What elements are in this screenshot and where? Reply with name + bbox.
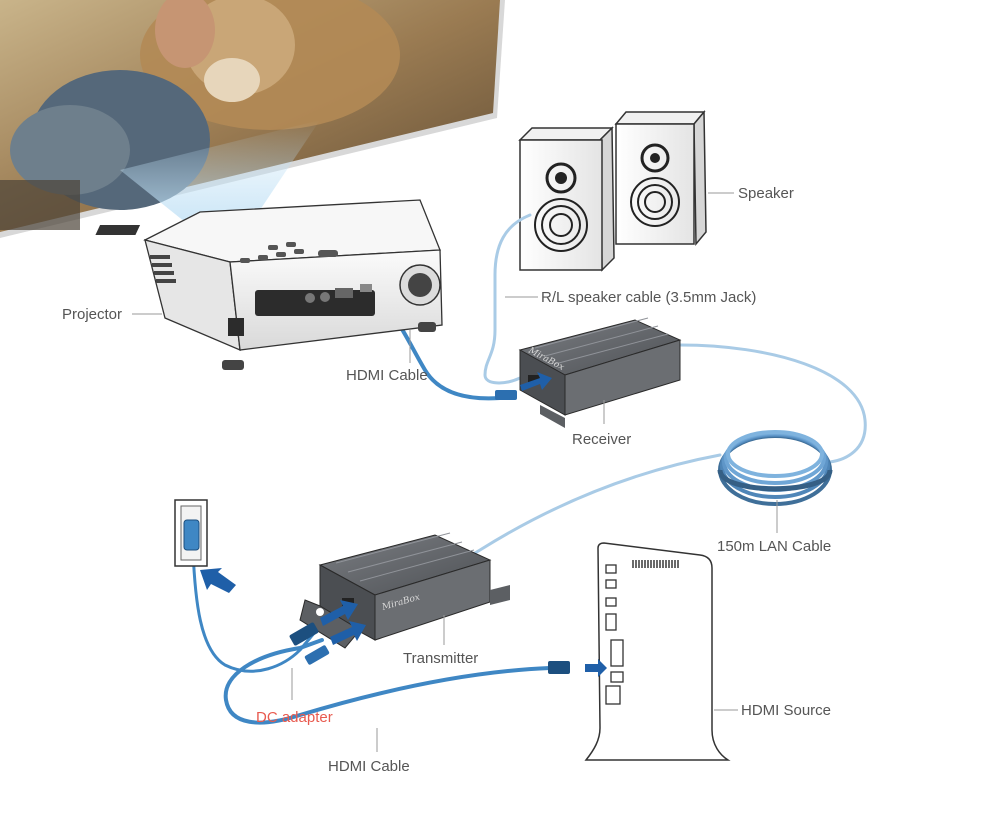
speaker-left: [518, 126, 615, 272]
label-projector: Projector: [62, 306, 122, 323]
dc-plug: [289, 622, 330, 665]
receiver: MiraBox: [518, 317, 682, 428]
dc-adapter-cable: [191, 548, 317, 673]
hdmi-plug-top-receiver: [495, 390, 517, 400]
lan-cable-coil: [717, 430, 833, 506]
lan-cable: [468, 343, 867, 558]
socket-plug-arrow: [200, 568, 236, 593]
hdmi-source-ports: [605, 564, 624, 705]
hdmi-cable-bottom: [223, 638, 552, 725]
projector-ports: [255, 284, 375, 316]
hdmi-source-vents: [632, 560, 679, 568]
label-hdmi-cable-bottom: HDMI Cable: [328, 758, 410, 775]
leader-lines: [132, 192, 778, 752]
transmitter-input-arrows: [320, 600, 366, 645]
hdmi-source-input-arrow: [585, 659, 607, 677]
speaker-right: [614, 109, 707, 247]
label-lan-cable: 150m LAN Cable: [717, 538, 831, 555]
wall-socket: [174, 499, 208, 567]
hdmi-plug-bottom-source: [548, 661, 570, 674]
label-hdmi-cable-top: HDMI Cable: [346, 367, 428, 384]
hdmi-source: [584, 542, 731, 761]
label-hdmi-source: HDMI Source: [741, 702, 831, 719]
speaker-cable: [483, 213, 532, 385]
label-receiver: Receiver: [572, 431, 631, 448]
projected-photo: [0, 0, 400, 230]
projection-beam: [120, 120, 320, 230]
label-speaker-cable: R/L speaker cable (3.5mm Jack): [541, 289, 756, 306]
label-transmitter: Transmitter: [403, 650, 478, 667]
label-dc-adapter: DC adapter: [256, 709, 333, 726]
label-speaker: Speaker: [738, 185, 794, 202]
receiver-input-arrow: [520, 372, 552, 391]
projector: [95, 199, 443, 370]
projector-buttons: [240, 242, 338, 263]
